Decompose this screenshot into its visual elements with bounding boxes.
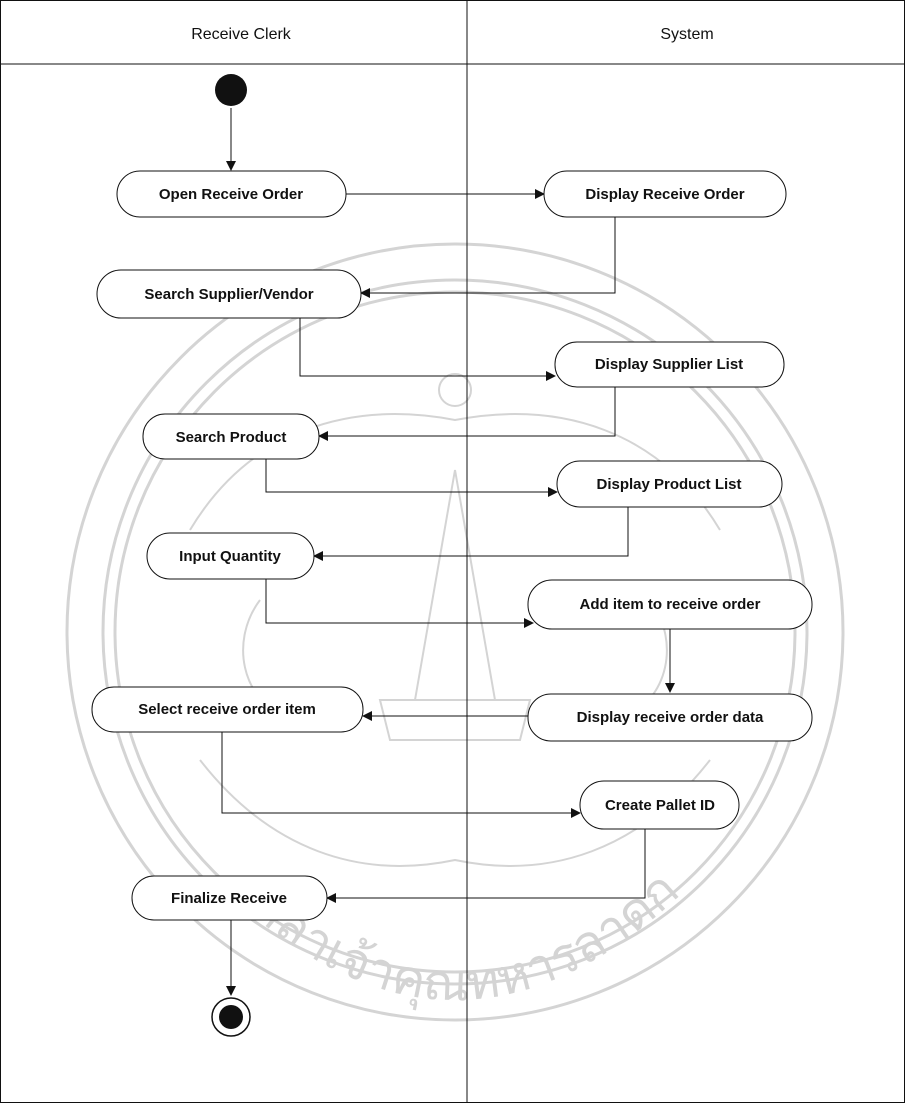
svg-text:Display Receive Order: Display Receive Order (585, 186, 744, 203)
activity-add-item-to-receive-order: Add item to receive order (527, 579, 813, 630)
activity-display-product-list: Display Product List (556, 460, 783, 508)
svg-text:Add item to receive order: Add item to receive order (580, 596, 761, 613)
flow-display-product-to-input-quantity (313, 507, 629, 561)
activity-display-receive-order-data: Display receive order data (527, 693, 813, 742)
initial-node (215, 74, 247, 106)
transitions (221, 108, 675, 996)
activity-search-product: Search Product (142, 413, 320, 460)
activity-display-receive-order: Display Receive Order (543, 170, 787, 218)
flow-display-order-to-search-supplier (360, 217, 616, 298)
lane-title-system: System (660, 26, 713, 43)
svg-text:Display receive order data: Display receive order data (577, 709, 764, 726)
activity-finalize-receive: Finalize Receive (131, 875, 328, 921)
svg-text:Finalize Receive: Finalize Receive (171, 890, 287, 907)
svg-text:Search Product: Search Product (176, 429, 287, 446)
activity-create-pallet-id: Create Pallet ID (579, 780, 740, 830)
svg-text:Select receive order item: Select receive order item (138, 701, 316, 718)
activity-search-supplier-vendor: Search Supplier/Vendor (96, 269, 362, 319)
svg-text:Search Supplier/Vendor: Search Supplier/Vendor (144, 286, 313, 303)
activity-input-quantity: Input Quantity (146, 532, 315, 580)
flow-create-pallet-to-finalize (326, 829, 646, 903)
svg-text:Display Product List: Display Product List (596, 476, 741, 493)
flow-input-quantity-to-add-item (265, 579, 534, 628)
flow-display-supplier-to-search-product (318, 387, 616, 441)
activity-display-supplier-list: Display Supplier List (554, 341, 785, 388)
activity-select-receive-order-item: Select receive order item (91, 686, 364, 733)
flow-search-product-to-display-product (265, 459, 558, 497)
flow-select-item-to-create-pallet (221, 732, 581, 818)
svg-text:Display Supplier List: Display Supplier List (595, 356, 743, 373)
svg-text:Open Receive Order: Open Receive Order (159, 186, 303, 203)
svg-text:Input Quantity: Input Quantity (179, 548, 281, 565)
final-node (211, 997, 251, 1037)
svg-text:Create Pallet ID: Create Pallet ID (605, 797, 715, 814)
activity-open-receive-order: Open Receive Order (116, 170, 347, 218)
flow-search-supplier-to-display-supplier (299, 318, 556, 381)
lane-title-receive-clerk: Receive Clerk (191, 26, 292, 43)
